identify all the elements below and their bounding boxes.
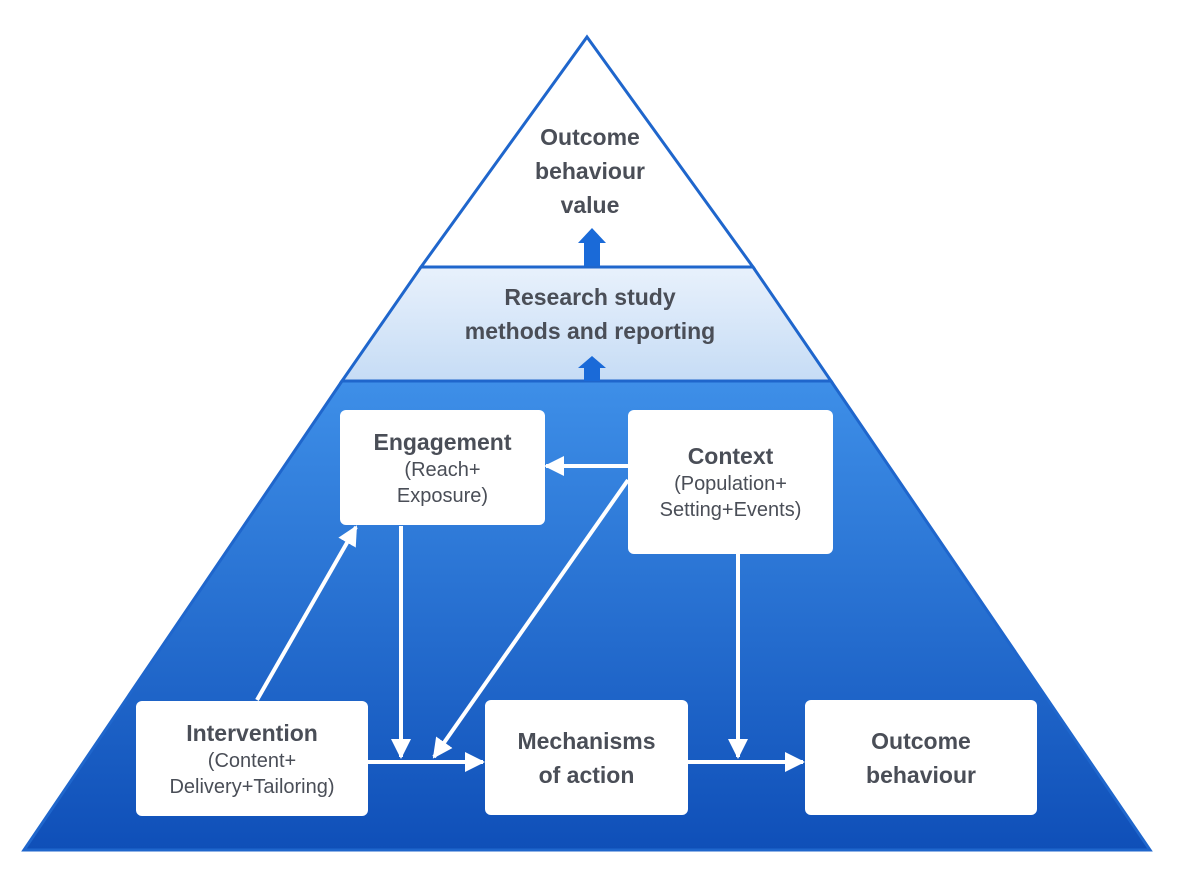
context-title: Context xyxy=(687,443,774,469)
intervention-sub-line-2: Delivery+Tailoring) xyxy=(169,775,335,798)
context-sub-line-1: (Population+ xyxy=(674,473,787,495)
mechanisms-title-line-2: of action xyxy=(538,761,635,788)
engagement-sub-line-1: (Reach+ xyxy=(404,458,481,481)
top-tier-label: Outcome behaviour value xyxy=(487,120,693,222)
top-tier-label-line-2: behaviour xyxy=(535,158,645,184)
mechanisms-box: Mechanisms of action xyxy=(485,700,688,815)
top-tier xyxy=(418,34,756,269)
context-box: Context (Population+ Setting+Events) xyxy=(628,410,833,554)
context-sub-line-2: Setting+Events) xyxy=(659,499,802,521)
intervention-sub-line-1: (Content+ xyxy=(207,749,297,772)
arrow-context-to-mechanisms xyxy=(432,478,630,759)
intervention-box: Intervention (Content+ Delivery+Tailorin… xyxy=(136,701,368,816)
up-arrow-top xyxy=(578,228,606,266)
middle-tier-label: Research study methods and reporting xyxy=(400,280,780,348)
middle-tier-label-line-1: Research study xyxy=(504,284,676,310)
intervention-title: Intervention xyxy=(186,719,318,746)
outcome-title-line-1: Outcome xyxy=(871,727,971,754)
engagement-box: Engagement (Reach+ Exposure) xyxy=(340,410,545,525)
engagement-sub-line-2: Exposure) xyxy=(396,484,489,507)
top-tier-label-line-3: value xyxy=(560,192,620,218)
engagement-title: Engagement xyxy=(373,428,512,455)
outcome-box: Outcome behaviour xyxy=(805,700,1037,815)
arrow-intervention-to-engagement xyxy=(255,525,358,701)
top-tier-label-line-1: Outcome xyxy=(540,124,640,150)
outcome-title-line-2: behaviour xyxy=(866,761,976,788)
middle-tier-label-line-2: methods and reporting xyxy=(464,318,716,344)
mechanisms-title-line-1: Mechanisms xyxy=(517,727,656,754)
up-arrow-middle xyxy=(578,356,606,381)
